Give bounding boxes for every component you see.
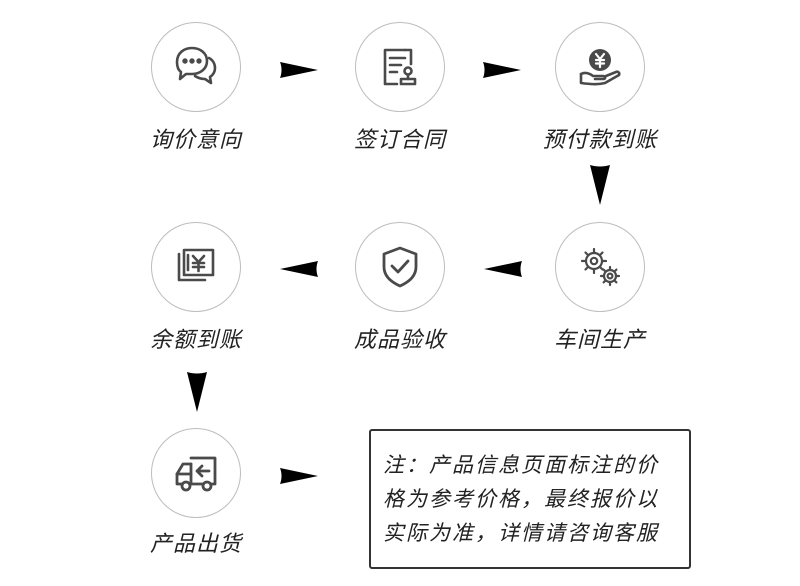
step-balance: 余额到账 bbox=[126, 222, 266, 362]
step-contract: 签订合同 bbox=[330, 22, 470, 162]
price-note-line: 格为参考价格，最终报价以 bbox=[383, 487, 659, 511]
step-shipping: 产品出货 bbox=[126, 428, 266, 568]
step-contract-label: 签订合同 bbox=[353, 128, 446, 153]
arrow-left-1 bbox=[484, 261, 522, 277]
arrow-right-1 bbox=[280, 62, 318, 78]
arrow-down-1 bbox=[590, 165, 610, 205]
step-prepay-circle bbox=[555, 22, 645, 112]
price-note-line: 实际为准，详情请咨询客服 bbox=[383, 521, 659, 545]
step-contract-circle bbox=[355, 22, 445, 112]
step-inquiry: 询价意向 bbox=[126, 22, 266, 162]
contract-stamp-icon bbox=[383, 48, 417, 86]
step-prepay: 预付款到账 bbox=[530, 22, 670, 162]
step-inspection: 成品验收 bbox=[330, 222, 470, 362]
arrow-right-2 bbox=[483, 62, 521, 78]
yen-coin-hand-icon bbox=[579, 49, 621, 86]
arrow-left-2 bbox=[280, 261, 318, 277]
price-note-line: 注：产品信息页面标注的价 bbox=[383, 453, 659, 477]
step-production: 车间生产 bbox=[530, 222, 670, 362]
arrow-down-2 bbox=[187, 372, 207, 412]
step-inquiry-circle bbox=[151, 22, 241, 112]
step-prepay-label: 预付款到账 bbox=[542, 128, 658, 153]
arrow-right-3 bbox=[280, 468, 318, 484]
step-balance-circle bbox=[151, 222, 241, 312]
step-inquiry-label: 询价意向 bbox=[149, 128, 242, 153]
step-production-label: 车间生产 bbox=[553, 328, 646, 353]
price-note-box: 注：产品信息页面标注的价 格为参考价格，最终报价以 实际为准，详情请咨询客服 bbox=[369, 429, 691, 569]
chat-bubbles-icon bbox=[175, 46, 217, 85]
shield-check-icon bbox=[382, 246, 418, 288]
gears-icon bbox=[580, 247, 621, 287]
step-production-circle bbox=[555, 222, 645, 312]
step-inspection-label: 成品验收 bbox=[353, 328, 446, 353]
step-shipping-circle bbox=[151, 428, 241, 518]
yen-bill-icon bbox=[177, 248, 215, 282]
step-shipping-label: 产品出货 bbox=[149, 532, 242, 557]
step-balance-label: 余额到账 bbox=[149, 328, 242, 353]
delivery-truck-icon bbox=[175, 456, 217, 492]
step-inspection-circle bbox=[355, 222, 445, 312]
